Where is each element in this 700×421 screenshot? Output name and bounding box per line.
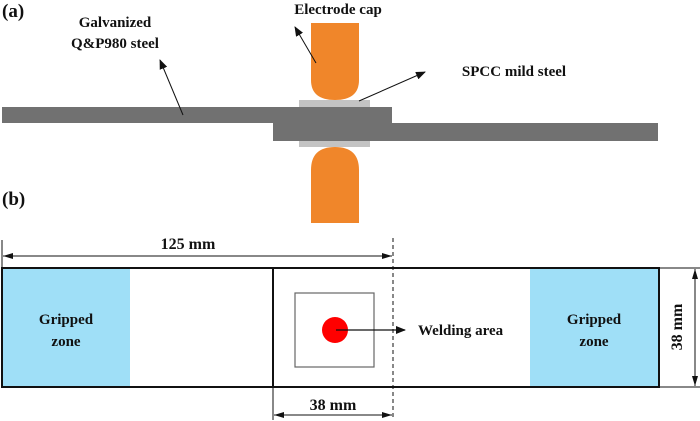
- panel-a: (a) Electrode cap Galvanized Q&P980 stee…: [2, 1, 658, 223]
- specimen-outline: [1, 267, 660, 388]
- gripped-zone-right-line2: zone: [579, 334, 609, 350]
- length-dimension-label: 125 mm: [161, 236, 216, 253]
- gripped-zone-right-line1: Gripped: [567, 312, 622, 328]
- bottom-zinc-coating: [299, 140, 370, 147]
- overlap-dimension-label: 38 mm: [310, 397, 357, 414]
- panel-a-label: (a): [2, 1, 24, 22]
- top-electrode-cap: [311, 23, 359, 100]
- gripped-zone-left-line1: Gripped: [39, 312, 94, 328]
- electrode-cap-arrow: [294, 26, 317, 64]
- spcc-label: SPCC mild steel: [462, 64, 566, 80]
- width-dimension-label: 38 mm: [669, 303, 686, 350]
- gripped-zone-left: [3, 269, 130, 386]
- panel-b: (b) Welding area Gripped zone Gripped zo…: [1, 189, 700, 420]
- galvanized-arrow: [159, 59, 184, 116]
- lower-sheet-spcc: [273, 123, 658, 141]
- electrode-cap-label: Electrode cap: [294, 2, 382, 18]
- bottom-electrode-cap: [311, 147, 359, 223]
- gripped-zone-left-line2: zone: [51, 334, 81, 350]
- panel-b-label: (b): [2, 189, 25, 210]
- upper-sheet-qp980: [2, 107, 392, 123]
- galvanized-label-line2: Q&P980 steel: [71, 36, 159, 52]
- gripped-zone-right: [530, 269, 658, 386]
- galvanized-label-line1: Galvanized: [79, 15, 152, 31]
- spcc-arrow: [358, 71, 426, 102]
- welding-area-label: Welding area: [418, 323, 504, 339]
- weld-spot: [322, 317, 348, 343]
- top-zinc-coating: [299, 100, 370, 108]
